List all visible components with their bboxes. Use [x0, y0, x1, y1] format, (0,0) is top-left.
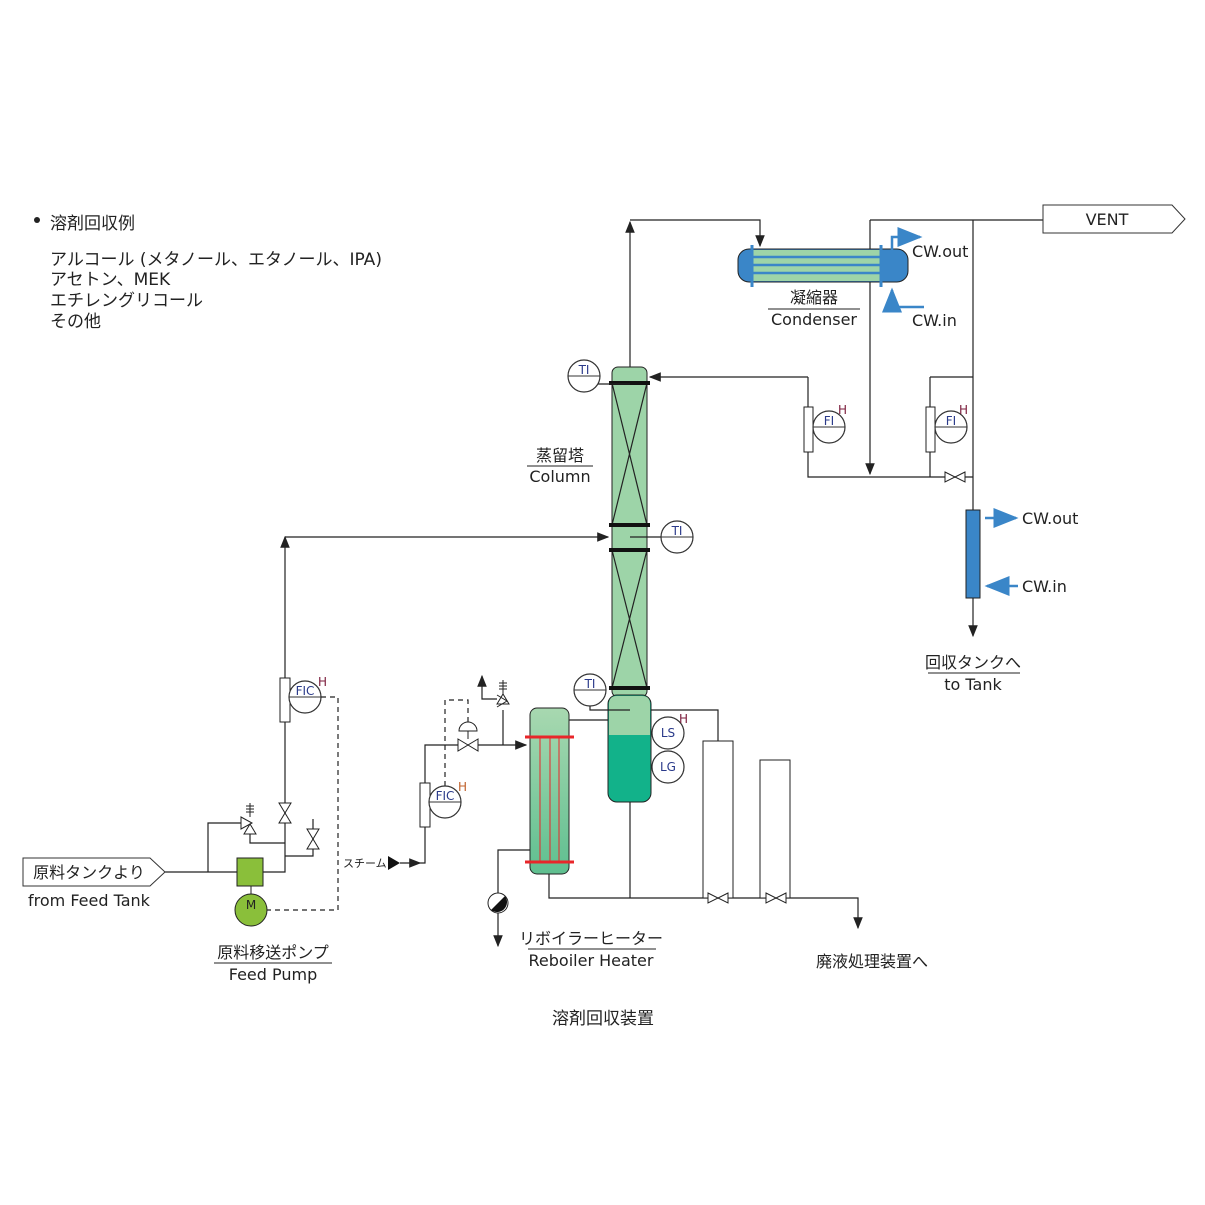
- cooler-cw-out-label: CW.out: [1022, 509, 1078, 528]
- relief-valve-icon: [240, 816, 257, 835]
- diagram-caption: 溶剤回収装置: [552, 1009, 654, 1029]
- fi-label: FI: [946, 414, 956, 428]
- steam-flow-controller: FIC H: [419, 780, 467, 828]
- feed-pump-label-en: Feed Pump: [229, 965, 318, 984]
- condenser-label-jp: 凝縮器: [790, 288, 838, 307]
- bullet-icon: [34, 217, 40, 223]
- note-line: アルコール (メタノール、エタノール、IPA): [50, 250, 382, 270]
- fic-label: FIC: [436, 789, 455, 803]
- vent-label: VENT: [1086, 210, 1129, 229]
- note-line: その他: [50, 312, 101, 332]
- note-line: エチレングリコール: [50, 291, 203, 311]
- reboiler-heater: リボイラーヒーター Reboiler Heater: [487, 707, 663, 970]
- condenser-cw-out-label: CW.out: [912, 242, 968, 261]
- temperature-indicator-bottom: TI: [573, 673, 630, 711]
- valve-icon: [306, 828, 320, 850]
- waste-treatment-label: 廃液処理装置へ: [816, 952, 928, 971]
- feed-flow-controller: FIC H: [267, 675, 339, 911]
- feed-tank-label-en: from Feed Tank: [28, 891, 151, 910]
- valve-icon: [765, 892, 787, 904]
- reboiler-label-en: Reboiler Heater: [529, 951, 654, 970]
- feed-tank-source: 原料タンクより from Feed Tank: [22, 857, 166, 910]
- high-alarm-label: H: [458, 780, 467, 794]
- product-cooler: CW.out CW.in 回収タンクへ to Tank: [925, 508, 1078, 694]
- lg-label: LG: [660, 760, 676, 774]
- level-gauge: LG: [651, 750, 685, 784]
- valve-icon: [278, 802, 292, 824]
- temperature-indicator-middle: TI: [630, 520, 694, 554]
- cooler-cw-in-label: CW.in: [1022, 577, 1067, 596]
- reboiler-label-jp: リボイラーヒーター: [519, 929, 663, 948]
- receiver-tank: [759, 759, 791, 899]
- temperature-indicator-top: TI: [567, 359, 630, 393]
- distillation-column: 蒸留塔 Column: [527, 366, 652, 803]
- bottoms-piping: 廃液処理装置へ: [548, 709, 928, 971]
- column-label-en: Column: [529, 467, 590, 486]
- fi-label: FI: [824, 414, 834, 428]
- relief-valve-icon: [496, 693, 510, 708]
- steam-inlet-icon: [388, 856, 400, 870]
- condenser-label-en: Condenser: [771, 310, 857, 329]
- high-alarm-label: H: [959, 403, 968, 417]
- ti-label: TI: [584, 677, 596, 691]
- fic-label: FIC: [296, 684, 315, 698]
- condenser-cw-in-label: CW.in: [912, 311, 957, 330]
- ti-label: TI: [671, 524, 683, 538]
- ls-label: LS: [661, 726, 675, 740]
- feed-tank-label-jp: 原料タンクより: [33, 863, 145, 882]
- flow-indicator-reflux: FI H: [803, 403, 847, 453]
- flow-indicator-product: FI H: [925, 403, 968, 453]
- feed-pump-label-jp: 原料移送ポンプ: [217, 943, 329, 962]
- to-tank-label-en: to Tank: [944, 675, 1002, 694]
- feed-pump: M 原料移送ポンプ Feed Pump: [214, 857, 332, 984]
- high-alarm-label: H: [679, 712, 688, 726]
- valve-icon: [707, 892, 729, 904]
- note-heading: 溶剤回収例: [50, 214, 135, 234]
- level-switch: LS H: [651, 712, 688, 750]
- steam-label: スチーム: [343, 857, 387, 870]
- motor-label: M: [246, 898, 256, 912]
- feed-piping: [165, 532, 610, 873]
- solvent-examples-note: 溶剤回収例 アルコール (メタノール、エタノール、IPA) アセトン、MEK エ…: [34, 214, 382, 332]
- receiver-tank: [702, 740, 734, 899]
- vent-outlet: VENT: [1042, 204, 1186, 234]
- steam-piping: スチーム: [343, 674, 528, 870]
- high-alarm-label: H: [318, 675, 327, 689]
- to-tank-label-jp: 回収タンクへ: [925, 653, 1021, 672]
- high-alarm-label: H: [838, 403, 847, 417]
- column-label-jp: 蒸留塔: [536, 446, 584, 465]
- control-valve-icon: [457, 738, 479, 752]
- condenser: CW.out CW.in 凝縮器 Condenser: [737, 227, 968, 330]
- valve-icon: [944, 471, 966, 483]
- ti-label: TI: [578, 363, 590, 377]
- note-line: アセトン、MEK: [50, 270, 171, 290]
